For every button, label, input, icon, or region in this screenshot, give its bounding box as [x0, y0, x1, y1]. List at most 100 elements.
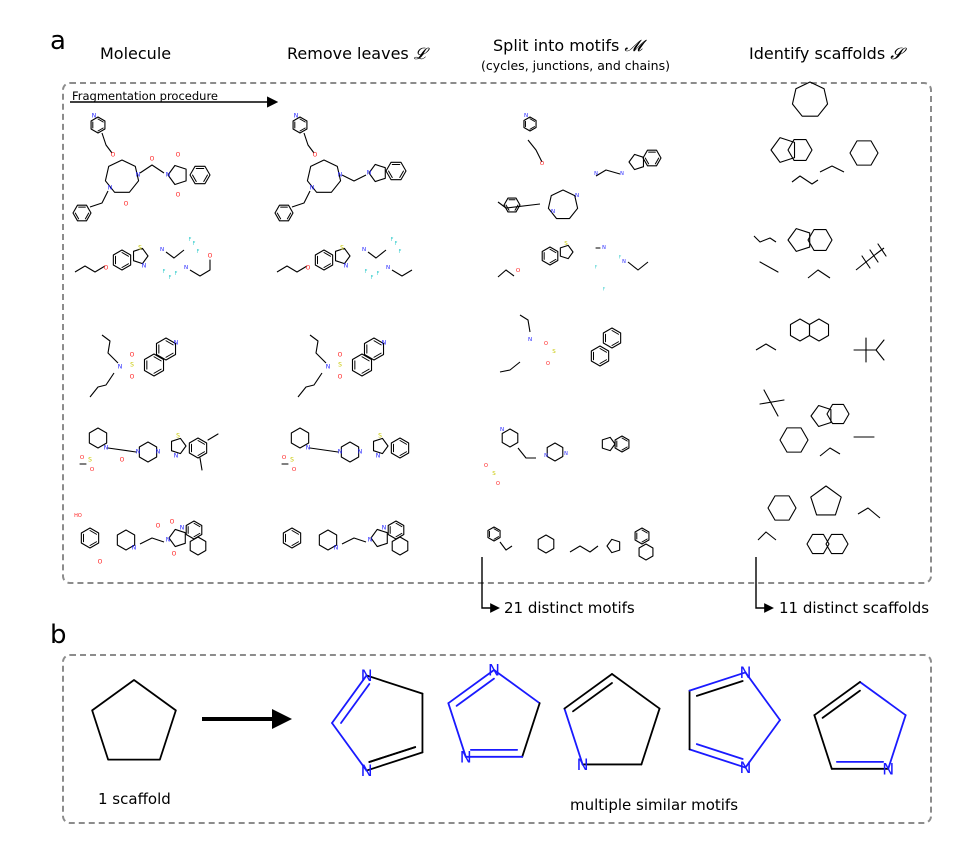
atom-label: O — [156, 523, 161, 530]
atom-label: N — [142, 263, 147, 270]
scaffold-chain — [757, 531, 777, 541]
scaffold-cyclohexane — [826, 403, 850, 425]
benzo-ring — [390, 437, 410, 459]
aromatic-bond — [493, 528, 500, 532]
nitrogen-label: N — [361, 761, 373, 780]
scaffold-chain — [819, 447, 841, 457]
motif-piperidine — [501, 428, 519, 448]
motif-tetralin — [638, 543, 654, 561]
aromatic-bond — [641, 538, 648, 543]
aromatic-bond — [361, 368, 370, 374]
phenyl-ring — [80, 527, 100, 549]
aromatic-bond — [286, 212, 292, 220]
atom-label: O — [338, 374, 343, 381]
atom-label: N — [326, 364, 331, 371]
atom-label: N — [108, 185, 113, 192]
atom-label: N — [306, 445, 311, 452]
double-bond — [695, 743, 744, 760]
atom-label: O — [338, 352, 343, 359]
motif-diazepane — [547, 189, 579, 220]
atom-label: O — [104, 265, 109, 272]
atom-label: N — [358, 449, 363, 456]
atom-label: O — [516, 268, 521, 274]
atom-label: N — [382, 525, 387, 532]
atom-label: N — [294, 113, 299, 120]
allyl-chain — [309, 334, 327, 364]
atom-label: N — [334, 545, 339, 552]
bond — [493, 669, 541, 705]
motif-phenyl — [503, 197, 521, 213]
atom-label: S — [138, 245, 142, 252]
bond — [563, 673, 613, 710]
double-bond — [455, 677, 495, 707]
atom-label: S — [564, 241, 568, 247]
motif-piperazine — [546, 442, 564, 462]
motif-chain — [627, 261, 649, 271]
pyridine-ring — [155, 337, 177, 361]
atom-label: F — [391, 237, 394, 243]
double-bond — [368, 746, 417, 763]
linker — [303, 132, 315, 154]
atom-label: O — [306, 265, 311, 272]
aromatic-bond — [299, 127, 306, 132]
b-scaffold-pentagon — [91, 679, 177, 761]
panel-a-box — [62, 82, 932, 584]
atom-label: O — [176, 152, 181, 159]
aromatic-bond — [203, 174, 208, 182]
benzo-ring — [112, 249, 132, 271]
scaffold-cyclopentane — [770, 137, 796, 163]
bond — [365, 751, 424, 772]
acyl — [139, 164, 165, 174]
atom-label: N — [180, 525, 185, 532]
atom-label: O — [208, 253, 213, 260]
atom-label: F — [603, 287, 606, 293]
piperazine-ring — [340, 441, 360, 463]
phenyl-ring — [282, 527, 302, 549]
atom-label: S — [378, 433, 382, 440]
scaffold-chain — [791, 175, 819, 185]
nitrogen-label: N — [488, 661, 500, 680]
benzyl-linker — [89, 190, 109, 208]
thiazole-ring — [132, 247, 149, 265]
column-title-molecule: Molecule — [100, 44, 172, 63]
scaffold-cyclohexane — [779, 427, 809, 453]
aromatic-bond — [399, 440, 407, 445]
bond — [688, 748, 747, 769]
motif-chain — [519, 314, 531, 333]
double-bond — [821, 689, 861, 719]
motif-pyridine — [602, 327, 622, 349]
aromatic-bond — [399, 170, 404, 178]
atom-label: O — [546, 361, 550, 367]
aromatic-bond — [395, 522, 403, 528]
scaffold-cyclohexane — [849, 140, 879, 166]
column-title-scaffolds: Identify scaffolds 𝓢 — [749, 44, 903, 63]
atom-label: O — [80, 455, 85, 461]
methyl — [199, 457, 203, 471]
benzo-ring — [314, 249, 334, 271]
atom-label: F — [377, 271, 380, 277]
aromatic-bond — [514, 204, 519, 211]
naphthalene-ring — [351, 353, 373, 377]
scaffold-cyclohexane — [806, 533, 830, 555]
motif-chain — [527, 139, 543, 163]
atom-label: N — [174, 453, 179, 460]
scaffold-cyclohexane — [807, 229, 833, 251]
chain — [165, 249, 185, 259]
double-bond — [340, 683, 371, 724]
benzo-ring — [385, 161, 407, 181]
aromatic-bond — [621, 437, 628, 442]
atom-label: F — [371, 275, 374, 281]
panel-b-label: b — [50, 620, 67, 650]
aromatic-bond — [121, 263, 129, 268]
scaffold-chain — [759, 261, 779, 273]
pyridine-ring — [363, 337, 385, 361]
atom-label: N — [564, 451, 568, 457]
allyl-chain — [297, 372, 323, 398]
bond — [887, 714, 907, 770]
atom-label: N — [92, 113, 97, 120]
allyl-chain — [101, 334, 119, 364]
aromatic-bond — [549, 258, 557, 264]
bond — [521, 702, 541, 758]
